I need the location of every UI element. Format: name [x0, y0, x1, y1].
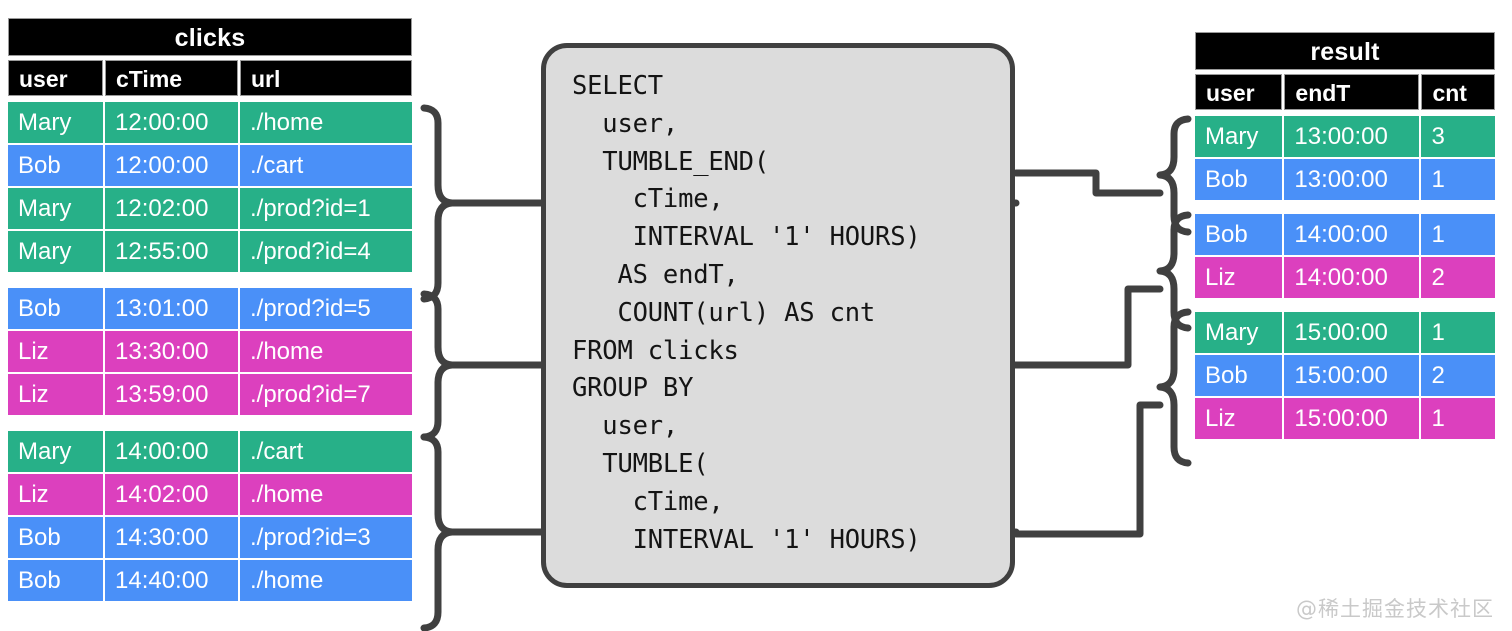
cell-endt: 13:00:00 — [1284, 159, 1420, 200]
table-row[interactable]: Liz 13:30:00 ./home — [8, 331, 412, 372]
cell-user: Liz — [8, 374, 103, 415]
cell-url: ./cart — [240, 431, 412, 472]
cell-url: ./home — [240, 102, 412, 143]
table-row[interactable]: Bob 12:00:00 ./cart — [8, 145, 412, 186]
table-row[interactable]: Mary 15:00:00 1 — [1195, 312, 1495, 353]
cell-url: ./prod?id=3 — [240, 517, 412, 558]
table-row[interactable]: Liz 14:00:00 2 — [1195, 257, 1495, 298]
cell-user: Mary — [1195, 312, 1283, 353]
watermark-text: @稀土掘金技术社区 — [1296, 597, 1494, 621]
clicks-row-group-2: Bob 13:01:00 ./prod?id=5 Liz 13:30:00 ./… — [8, 288, 412, 415]
cell-ctime: 13:59:00 — [105, 374, 238, 415]
cell-endt: 15:00:00 — [1284, 398, 1420, 439]
cell-cnt: 1 — [1421, 398, 1495, 439]
cell-url: ./cart — [240, 145, 412, 186]
cell-user: Bob — [1195, 355, 1283, 396]
result-column-header-cnt: cnt — [1421, 74, 1495, 110]
cell-user: Liz — [8, 474, 103, 515]
result-row-group-2: Bob 14:00:00 1 Liz 14:00:00 2 — [1195, 214, 1495, 298]
table-row[interactable]: Mary 12:02:00 ./prod?id=1 — [8, 188, 412, 229]
clicks-header-row: user cTime url — [8, 60, 412, 96]
cell-ctime: 14:02:00 — [105, 474, 238, 515]
cell-user: Mary — [8, 231, 103, 272]
cell-endt: 14:00:00 — [1284, 214, 1420, 255]
table-row[interactable]: Bob 15:00:00 2 — [1195, 355, 1495, 396]
cell-user: Liz — [8, 331, 103, 372]
cell-ctime: 14:00:00 — [105, 431, 238, 472]
cell-ctime: 12:55:00 — [105, 231, 238, 272]
cell-url: ./prod?id=4 — [240, 231, 412, 272]
cell-ctime: 12:02:00 — [105, 188, 238, 229]
sql-query-text: SELECT user, TUMBLE_END( cTime, INTERVAL… — [572, 71, 921, 555]
cell-endt: 15:00:00 — [1284, 312, 1420, 353]
cell-endt: 15:00:00 — [1284, 355, 1420, 396]
clicks-table-title: clicks — [8, 18, 412, 56]
table-row[interactable]: Liz 15:00:00 1 — [1195, 398, 1495, 439]
cell-url: ./prod?id=7 — [240, 374, 412, 415]
table-row[interactable]: Bob 14:40:00 ./home — [8, 560, 412, 601]
cell-cnt: 3 — [1421, 116, 1495, 157]
table-row[interactable]: Bob 13:01:00 ./prod?id=5 — [8, 288, 412, 329]
cell-user: Mary — [8, 102, 103, 143]
sql-query-box: SELECT user, TUMBLE_END( cTime, INTERVAL… — [541, 43, 1015, 588]
cell-url: ./home — [240, 474, 412, 515]
cell-ctime: 13:30:00 — [105, 331, 238, 372]
table-row[interactable]: Mary 12:55:00 ./prod?id=4 — [8, 231, 412, 272]
cell-cnt: 2 — [1421, 257, 1495, 298]
clicks-column-header-url: url — [240, 60, 412, 96]
table-row[interactable]: Bob 13:00:00 1 — [1195, 159, 1495, 200]
cell-url: ./prod?id=1 — [240, 188, 412, 229]
cell-endt: 13:00:00 — [1284, 116, 1420, 157]
cell-url: ./prod?id=5 — [240, 288, 412, 329]
cell-user: Mary — [1195, 116, 1283, 157]
cell-cnt: 1 — [1421, 312, 1495, 353]
cell-url: ./home — [240, 331, 412, 372]
cell-ctime: 13:01:00 — [105, 288, 238, 329]
cell-user: Mary — [8, 188, 103, 229]
clicks-table: clicks user cTime url Mary 12:00:00 ./ho… — [8, 18, 412, 603]
clicks-column-header-user: user — [8, 60, 103, 96]
result-row-group-3: Mary 15:00:00 1 Bob 15:00:00 2 Liz 15:00… — [1195, 312, 1495, 439]
table-row[interactable]: Bob 14:30:00 ./prod?id=3 — [8, 517, 412, 558]
cell-user: Bob — [8, 517, 103, 558]
cell-user: Bob — [1195, 214, 1283, 255]
cell-cnt: 2 — [1421, 355, 1495, 396]
clicks-row-group-1: Mary 12:00:00 ./home Bob 12:00:00 ./cart… — [8, 102, 412, 272]
clicks-row-group-3: Mary 14:00:00 ./cart Liz 14:02:00 ./home… — [8, 431, 412, 601]
table-row[interactable]: Mary 13:00:00 3 — [1195, 116, 1495, 157]
table-row[interactable]: Bob 14:00:00 1 — [1195, 214, 1495, 255]
cell-endt: 14:00:00 — [1284, 257, 1420, 298]
cell-ctime: 14:40:00 — [105, 560, 238, 601]
result-table-title: result — [1195, 32, 1495, 70]
result-column-header-endt: endT — [1284, 74, 1420, 110]
cell-user: Bob — [8, 288, 103, 329]
cell-cnt: 1 — [1421, 214, 1495, 255]
cell-user: Liz — [1195, 398, 1283, 439]
result-header-row: user endT cnt — [1195, 74, 1495, 110]
table-row[interactable]: Liz 14:02:00 ./home — [8, 474, 412, 515]
cell-ctime: 14:30:00 — [105, 517, 238, 558]
result-table: result user endT cnt Mary 13:00:00 3 Bob… — [1195, 32, 1495, 441]
cell-url: ./home — [240, 560, 412, 601]
cell-user: Bob — [8, 145, 103, 186]
result-column-header-user: user — [1195, 74, 1283, 110]
cell-user: Bob — [8, 560, 103, 601]
cell-ctime: 12:00:00 — [105, 102, 238, 143]
cell-user: Mary — [8, 431, 103, 472]
clicks-column-header-ctime: cTime — [105, 60, 238, 96]
cell-user: Liz — [1195, 257, 1283, 298]
result-row-group-1: Mary 13:00:00 3 Bob 13:00:00 1 — [1195, 116, 1495, 200]
table-row[interactable]: Liz 13:59:00 ./prod?id=7 — [8, 374, 412, 415]
cell-cnt: 1 — [1421, 159, 1495, 200]
cell-ctime: 12:00:00 — [105, 145, 238, 186]
table-row[interactable]: Mary 14:00:00 ./cart — [8, 431, 412, 472]
cell-user: Bob — [1195, 159, 1283, 200]
table-row[interactable]: Mary 12:00:00 ./home — [8, 102, 412, 143]
